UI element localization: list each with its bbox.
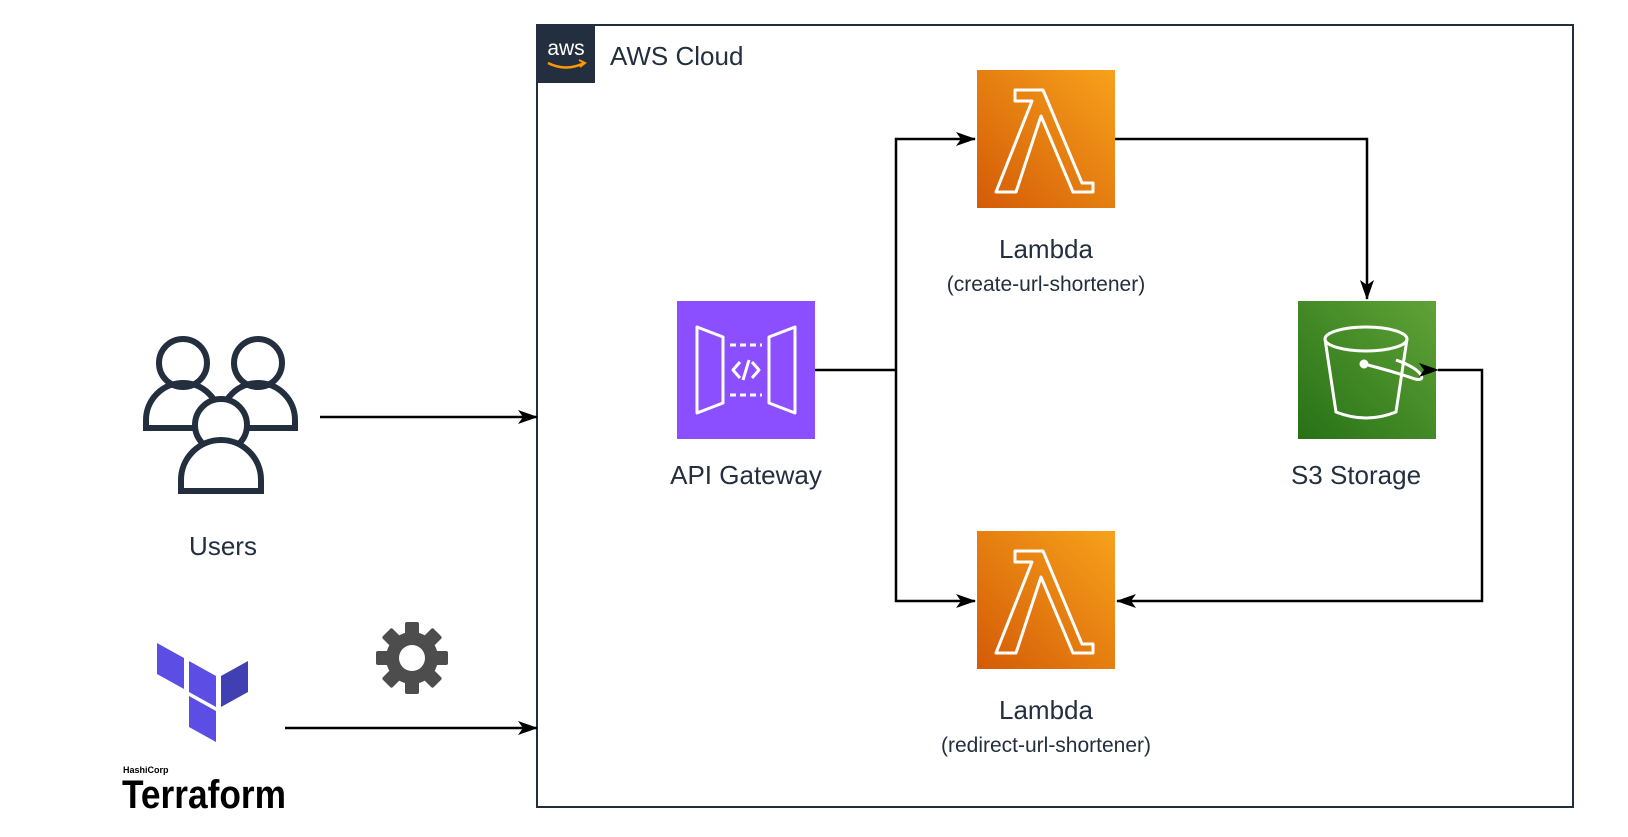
lambda-redirect-label: Lambda (999, 695, 1093, 725)
lambda-icon (977, 70, 1115, 208)
aws-cloud-group: aws AWS Cloud (536, 24, 1574, 808)
gear-icon (376, 622, 448, 694)
aws-logo-icon: aws (537, 25, 595, 83)
terraform-node: HashiCorp Terraform (122, 643, 286, 817)
api-gateway-icon (677, 301, 815, 439)
users-node: Users (143, 336, 298, 561)
terraform-vendor-label: HashiCorp (123, 765, 169, 775)
arrow-s3-lambda-redirect (1116, 363, 1484, 608)
arrow-api-to-lambda-create (894, 132, 976, 370)
aws-cloud-title: AWS Cloud (610, 41, 743, 71)
terraform-logo-icon (157, 643, 248, 742)
api-gateway-node: API Gateway (670, 301, 822, 490)
api-gateway-label: API Gateway (670, 460, 822, 490)
users-label: Users (189, 531, 257, 561)
aws-logo-text: aws (547, 37, 584, 60)
connectors (285, 132, 1484, 735)
s3-label: S3 Storage (1291, 460, 1421, 490)
lambda-create-sublabel: (create-url-shortener) (947, 273, 1145, 296)
lambda-redirect-node: Lambda (redirect-url-shortener) (941, 531, 1151, 757)
s3-bucket-icon (1298, 301, 1436, 439)
lambda-create-label: Lambda (999, 234, 1093, 264)
lambda-create-node: Lambda (create-url-shortener) (947, 70, 1145, 296)
lambda-redirect-sublabel: (redirect-url-shortener) (941, 734, 1151, 757)
lambda-icon (977, 531, 1115, 669)
terraform-label: Terraform (122, 773, 286, 817)
arrow-api-to-lambda-redirect (894, 370, 976, 608)
users-icon (143, 336, 298, 494)
s3-node: S3 Storage (1291, 301, 1436, 490)
arrow-lambda-create-to-s3 (1115, 137, 1374, 300)
